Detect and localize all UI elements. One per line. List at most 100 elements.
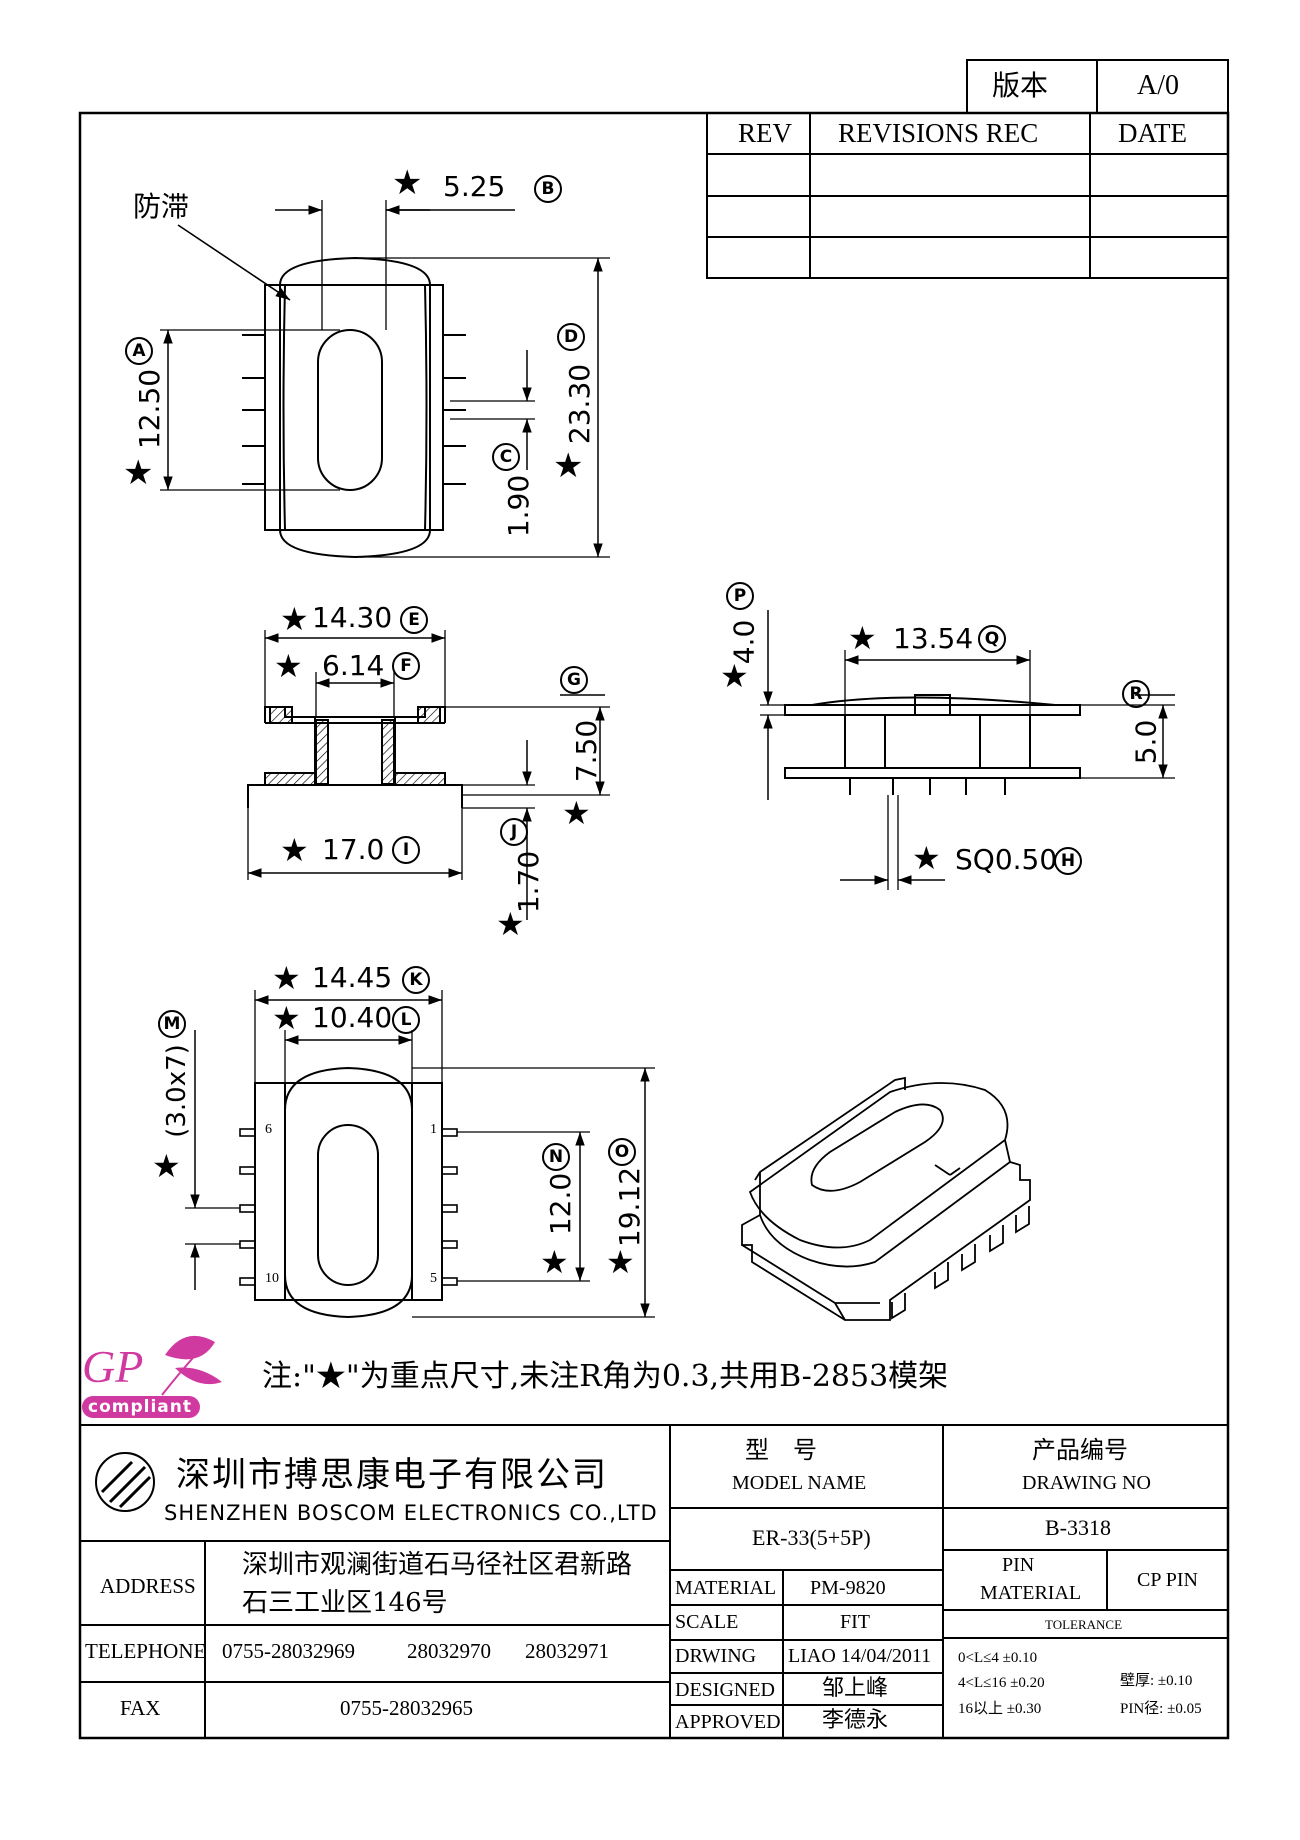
dim-i-value: 17.0 [322,833,385,866]
key-dim-star: ★ [720,657,749,695]
date-header: DATE [1118,118,1187,148]
dim-n-tag: N [542,1143,570,1171]
front-view [247,630,610,920]
pin-material-value: CP PIN [1137,1569,1198,1591]
key-dim-star: ★ [848,619,877,657]
pin-material-label-2: MATERIAL [980,1582,1082,1604]
key-dim-star: ★ [274,647,303,685]
dim-p-value: 4.0 [727,619,761,665]
dim-b-tag: B [534,175,562,203]
dim-k-value: 14.45 [312,961,393,994]
dim-l-tag: L [392,1006,420,1034]
dim-e-value: 14.30 [312,601,393,634]
material-label: MATERIAL [675,1577,777,1599]
dim-g-value: 7.50 [570,719,604,783]
pin-label-5: 5 [430,1271,437,1286]
pin-label-6: 6 [265,1122,272,1137]
dim-o-value: 19.12 [613,1166,647,1248]
dim-r-tag: R [1122,680,1150,708]
key-dim-star: ★ [272,999,301,1037]
fax-label: FAX [120,1696,161,1720]
tolerance-row-3: 16以上 ±0.30 [958,1701,1042,1717]
dim-l-value: 10.40 [312,1001,393,1034]
dim-i-tag: I [392,836,420,864]
dim-h-value: SQ0.50 [955,843,1058,876]
telephone-label: TELEPHONE [85,1639,207,1663]
dim-f-tag: F [392,652,420,680]
dim-q-value: 13.54 [893,622,974,655]
drawing-frame [78,111,1230,1740]
rev-header: REV [738,118,792,148]
gp-logo-text: GP [82,1341,144,1392]
address-line-1: 深圳市观澜街道石马径社区君新路 [242,1550,633,1580]
gp-compliant-text: compliant [88,1397,192,1417]
designed-label: DESIGNED [675,1679,775,1701]
company-name-en: SHENZHEN BOSCOM ELECTRONICS CO.,LTD [164,1501,658,1525]
pin-material-label-1: PIN [1002,1554,1035,1576]
drwing-label: DRWING [675,1645,757,1667]
gp-logo-graphic [82,1335,222,1418]
key-dim-star: ★ [496,905,525,943]
key-dim-star: ★ [912,839,941,877]
revision-table [706,112,1229,279]
wall-tolerance: 壁厚: ±0.10 [1120,1673,1193,1689]
dim-c-value: 1.90 [502,474,536,538]
dim-d-tag: D [557,323,585,351]
designed-value: 邹上峰 [822,1676,889,1701]
dim-b-value: 5.25 [443,170,506,203]
dim-r-value: 5.0 [1129,719,1163,765]
fax-number: 0755-28032965 [340,1696,473,1720]
tolerance-row-2: 4<L≤16 ±0.20 [958,1675,1045,1691]
dim-o-tag: O [608,1138,636,1166]
dim-c-tag: C [492,443,520,471]
telephone-1: 0755-28032969 [222,1639,355,1663]
revisions-rec-header: REVISIONS REC [838,118,1039,148]
key-dim-star: ★ [606,1243,635,1281]
model-value: ER-33(5+5P) [752,1525,871,1550]
pin-label-10: 10 [265,1271,279,1286]
scale-label: SCALE [675,1611,739,1633]
key-dim-star: ★ [272,959,301,997]
dim-d-value: 23.30 [563,363,597,445]
key-dim-star: ★ [562,794,591,832]
drawing-note: 注:"★"为重点尺寸,未注R角为0.3,共用B-2853模架 [262,1359,949,1394]
drawing-no-value: B-3318 [1045,1515,1111,1540]
tolerance-label: TOLERANCE [1045,1617,1123,1632]
company-logo [95,1452,155,1512]
approved-label: APPROVED [675,1711,781,1733]
top-view [160,200,610,559]
title-block [80,1424,1228,1738]
scale-value: FIT [840,1611,870,1633]
dim-m-tag: M [158,1010,186,1038]
dim-m-value: (3.0x7) [161,1044,192,1138]
key-dim-star: ★ [280,600,309,638]
key-dim-star: ★ [123,453,154,493]
key-dim-star: ★ [152,1147,181,1185]
key-dim-star: ★ [553,446,584,486]
version-value: A/0 [1137,70,1179,101]
dim-j-tag: J [500,818,528,846]
drwing-value: LIAO 14/04/2011 [788,1645,932,1667]
key-dim-star: ★ [280,831,309,869]
pin-diameter-tolerance: PIN径: ±0.05 [1120,1701,1202,1717]
isometric-view [741,1076,1031,1321]
telephone-2: 28032970 [407,1639,491,1663]
dim-a-tag: A [125,337,153,365]
dim-p-tag: P [726,582,754,610]
dim-a-value: 12.50 [133,368,167,450]
approved-value: 李德永 [822,1708,889,1733]
pin-label-1: 1 [430,1122,437,1137]
dim-q-tag: Q [978,625,1006,653]
dim-h-tag: H [1054,847,1082,875]
tolerance-row-1: 0<L≤4 ±0.10 [958,1650,1038,1666]
dim-k-tag: K [402,966,430,994]
dim-g-tag: G [560,666,588,694]
model-label-cn: 型 号 [745,1436,817,1464]
model-label-en: MODEL NAME [732,1472,867,1494]
anti-slip-label: 防滞 [133,190,190,223]
address-label: ADDRESS [100,1574,196,1598]
telephone-3: 28032971 [525,1639,609,1663]
bottom-view [185,990,655,1319]
address-line-2: 石三工业区146号 [242,1588,448,1618]
